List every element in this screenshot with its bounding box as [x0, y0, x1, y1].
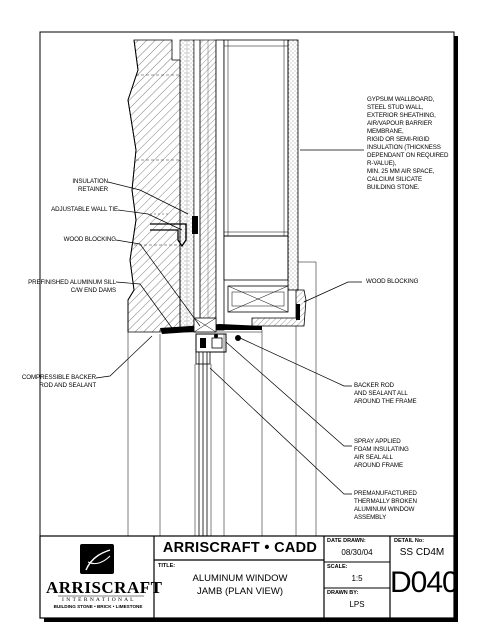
callout-prefinished-sill: PREFINISHED ALUMINUM SILL C/W END DAMS [28, 279, 116, 294]
detail-drawing [127, 39, 317, 536]
leader-lines [95, 149, 364, 495]
title-block [39, 535, 455, 619]
drawing-title-line1: ALUMINUM WINDOW [192, 573, 288, 584]
title-label: TITLE: [158, 563, 176, 569]
callout-backer-rod-sealant: BACKER ROD AND SEALANT ALL AROUND THE FR… [354, 382, 417, 405]
callout-insulation-retainer: INSULATION RETAINER [72, 178, 108, 193]
callout-adjustable-wall-tie: ADJUSTABLE WALL TIE [51, 206, 118, 213]
callout-compressible-backer-rod: COMPRESSIBLE BACKER ROD AND SEALANT [21, 374, 96, 389]
detail-label: DETAIL No: [394, 538, 425, 544]
scale-label: SCALE: [327, 564, 348, 570]
date-label: DATE DRAWN: [327, 538, 366, 544]
wall-tie [150, 223, 187, 248]
logo-subtitle: I N T E R N A T I O N A L [62, 597, 134, 603]
logo-wordmark: ARRISCRAFT [46, 578, 163, 597]
callout-window-assembly: PREMANUFACTURED THERMALLY BROKEN ALUMINU… [354, 490, 417, 521]
drawn-by-value: LPS [349, 600, 365, 609]
detail-number: D040 [390, 566, 459, 599]
company-title: ARRISCRAFT • CADD [162, 540, 318, 556]
callout-spray-foam: SPRAY APPLIED FOAM INSULATING AIR SEAL A… [354, 438, 409, 469]
scale-value: 1:5 [351, 574, 363, 583]
callout-gypsum-assembly: GYPSUM WALLBOARD, STEEL STUD WALL, EXTER… [367, 96, 449, 191]
gypsum-wallboard [287, 39, 299, 291]
drawing-title-line2: JAMB (PLAN VIEW) [196, 586, 284, 597]
callout-wood-blocking-right: WOOD BLOCKING [366, 278, 419, 285]
stud-cavity [223, 39, 289, 281]
arriscraft-logo-mark [80, 544, 114, 574]
date-value: 08/30/04 [341, 548, 373, 557]
callout-wood-blocking-left: WOOD BLOCKING [63, 236, 116, 243]
logo-tagline: BUILDING STONE • BRICK • LIMESTONE [53, 604, 143, 609]
detail-code: SS CD4M [399, 547, 445, 558]
interior-trim [251, 289, 307, 327]
drawn-by-label: DRAWN BY: [327, 590, 359, 596]
